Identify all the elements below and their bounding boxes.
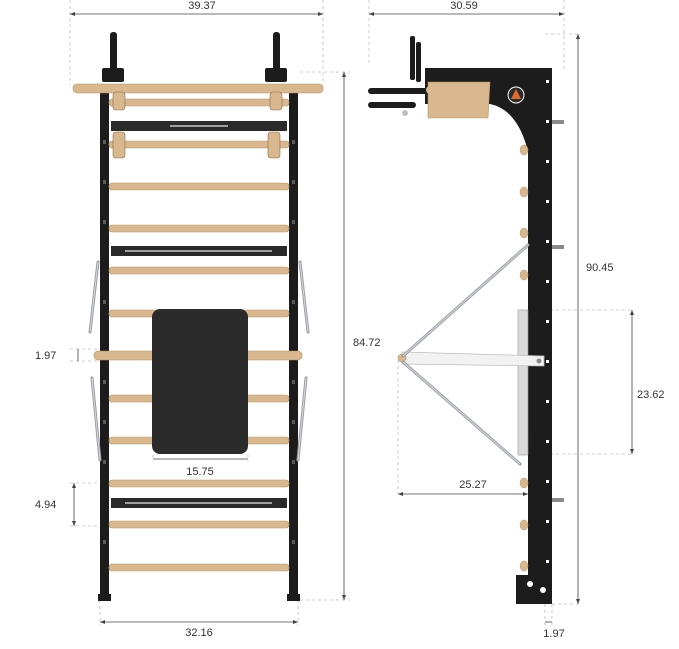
dim-side-bar-reach: 25.27 xyxy=(459,479,487,491)
front-side-rails xyxy=(98,88,300,601)
dim-front-top-width: 39.37 xyxy=(188,0,216,12)
side-base-hole-2 xyxy=(540,587,546,593)
dim-side-total-height: 90.45 xyxy=(586,262,614,274)
side-spring-highlights xyxy=(402,244,529,465)
brand-logo-icon xyxy=(507,86,525,104)
side-upright xyxy=(528,68,552,604)
dim-bar-thickness: 1.97 xyxy=(35,350,56,362)
dim-front-bottom-width: 32.16 xyxy=(185,627,213,639)
side-rail-channel xyxy=(517,309,529,456)
dim-side-top-depth: 30.59 xyxy=(450,0,478,12)
dim-rung-spacing: 4.94 xyxy=(35,499,56,511)
side-dimension-ticks xyxy=(369,12,634,604)
side-wall-brackets xyxy=(552,120,564,502)
side-handle-bolts xyxy=(402,86,434,116)
front-view xyxy=(69,0,350,625)
side-base-hole-1 xyxy=(527,581,533,587)
front-spring-highlights xyxy=(89,261,309,461)
side-upright-holes xyxy=(546,80,549,563)
front-pullup-handles xyxy=(102,32,287,82)
side-bar-pivot xyxy=(536,358,542,364)
side-dimension-lines xyxy=(369,13,633,623)
front-slot-plates xyxy=(111,121,287,508)
side-base-foot xyxy=(516,575,552,604)
dim-pad-width: 15.75 xyxy=(186,466,214,478)
side-view xyxy=(368,0,634,625)
front-strap-hooks xyxy=(112,91,283,159)
front-rail-holes xyxy=(103,140,295,544)
side-pullup-handles xyxy=(368,36,428,108)
dim-side-bar-height: 23.62 xyxy=(637,389,665,401)
front-dimension-lines xyxy=(70,13,345,623)
side-wood-brace xyxy=(427,81,491,119)
dim-front-height: 84.72 xyxy=(353,337,381,349)
dim-side-base-depth: 1.97 xyxy=(543,628,564,640)
front-back-pad xyxy=(152,309,248,454)
front-dimension-ticks xyxy=(70,12,346,624)
